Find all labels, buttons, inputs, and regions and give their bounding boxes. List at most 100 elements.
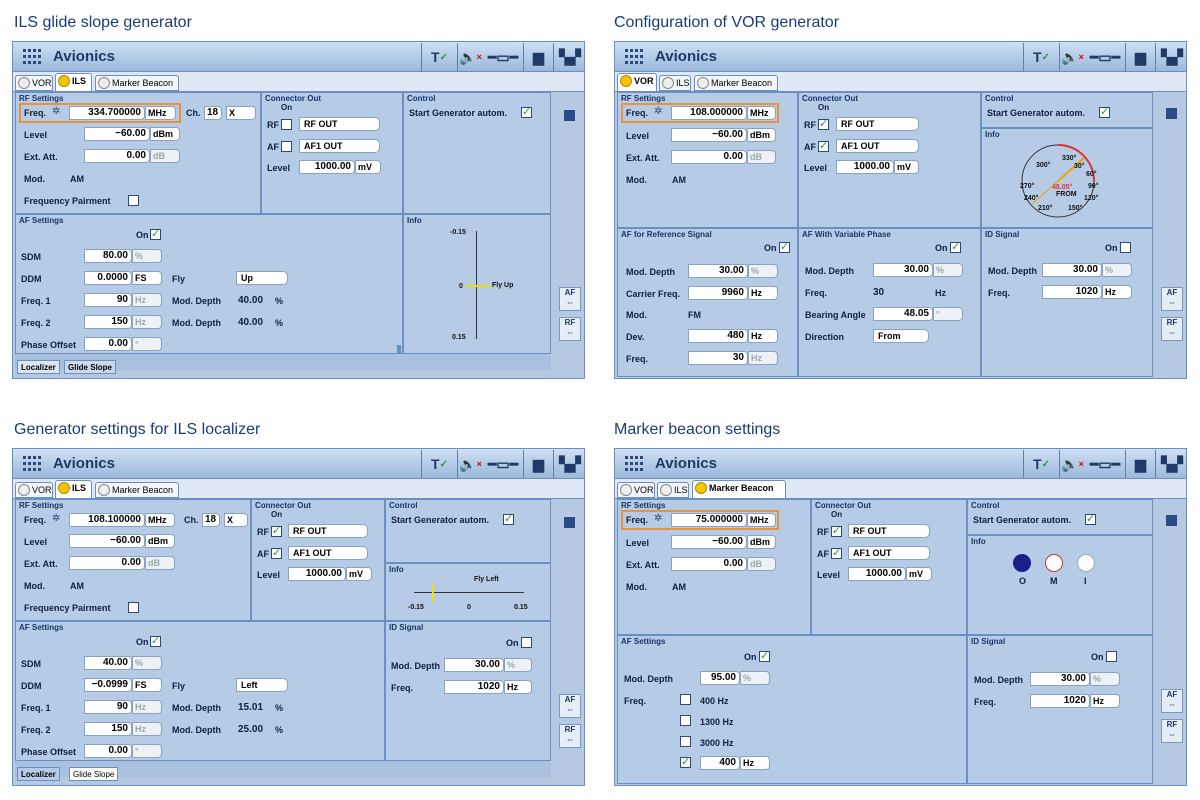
rf-out-select[interactable]: RF OUT (288, 524, 368, 538)
rf-checkbox[interactable]: ✓ (831, 525, 842, 537)
conn-level-input[interactable]: 1000.00 (836, 160, 894, 174)
af-checkbox[interactable] (281, 141, 292, 152)
af-checkbox[interactable]: ✓ (818, 140, 829, 152)
f3000-checkbox[interactable] (680, 736, 691, 747)
tab-ils[interactable]: ILS (55, 73, 92, 92)
rf-generator-button[interactable]: RF⇔ (1161, 719, 1183, 743)
font-tt-icon[interactable]: T✓ (421, 450, 457, 478)
freq-pairment-checkbox[interactable] (128, 602, 139, 613)
tab-marker-beacon[interactable]: Marker Beacon (95, 75, 179, 91)
mute-icon[interactable]: 🔈× (1059, 43, 1085, 71)
level-input[interactable]: −60.00 (69, 534, 145, 548)
channel-input[interactable]: 18 (204, 106, 222, 120)
ref-md-input[interactable]: 30.00 (688, 264, 748, 278)
af-generator-button[interactable]: AF⇔ (559, 694, 581, 718)
menu-grid-icon[interactable] (23, 49, 43, 65)
tab-marker-beacon[interactable]: Marker Beacon (692, 480, 786, 499)
af-generator-button[interactable]: AF⇔ (1161, 287, 1183, 311)
ext-att-input[interactable]: 0.00 (671, 557, 747, 571)
fly-select[interactable]: Left (236, 678, 288, 692)
tab-vor[interactable]: VOR (617, 73, 657, 92)
af1-out-select[interactable]: AF1 OUT (299, 139, 380, 153)
sdm-input[interactable]: 40.00 (84, 656, 132, 670)
af-checkbox[interactable]: ✓ (271, 547, 282, 559)
font-tt-icon[interactable]: T✓ (421, 43, 457, 71)
tab-marker-beacon[interactable]: Marker Beacon (95, 482, 179, 498)
id-md-input[interactable]: 30.00 (1042, 263, 1102, 277)
rf-generator-button[interactable]: RF⇔ (559, 724, 581, 748)
layout-icon[interactable]: ▚▞ (1155, 450, 1186, 478)
gear-icon[interactable]: ✲ (52, 106, 61, 117)
gear-icon[interactable]: ✲ (654, 106, 663, 117)
af-ref-on-checkbox[interactable]: ✓ (779, 241, 790, 253)
subtab-localizer[interactable]: Localizer (17, 360, 60, 374)
conn-level-input[interactable]: 1000.00 (299, 160, 355, 174)
start-gen-checkbox[interactable]: ✓ (521, 106, 532, 118)
freq2-input[interactable]: 150 (84, 722, 132, 736)
carrier-freq-input[interactable]: 9960 (688, 286, 748, 300)
tab-vor[interactable]: VOR (617, 482, 655, 498)
channel-suffix[interactable]: X (224, 513, 248, 527)
ref-freq-input[interactable]: 30 (688, 351, 748, 365)
id-freq-input[interactable]: 1020 (1042, 285, 1102, 299)
tab-vor[interactable]: VOR (15, 482, 53, 498)
volume-slider-icon[interactable]: ━▭━ (1089, 48, 1121, 65)
conn-level-input[interactable]: 1000.00 (848, 567, 906, 581)
subtab-glide-slope[interactable]: Glide Slope (64, 360, 117, 374)
fcustom-input[interactable]: 400 (700, 756, 740, 770)
folder-icon[interactable]: ▆ (523, 450, 553, 478)
folder-icon[interactable]: ▆ (523, 43, 553, 71)
mute-icon[interactable]: 🔈× (1059, 450, 1085, 478)
af-generator-button[interactable]: AF⇔ (559, 287, 581, 311)
f400-checkbox[interactable] (680, 694, 691, 705)
level-input[interactable]: −60.00 (84, 127, 150, 141)
folder-icon[interactable]: ▆ (1125, 450, 1155, 478)
rf-generator-button[interactable]: RF⇔ (1161, 317, 1183, 341)
af-var-on-checkbox[interactable]: ✓ (950, 241, 961, 253)
level-input[interactable]: −60.00 (671, 128, 747, 142)
freq1-input[interactable]: 90 (84, 293, 132, 307)
conn-level-input[interactable]: 1000.00 (288, 567, 346, 581)
af1-out-select[interactable]: AF1 OUT (848, 546, 930, 560)
volume-slider-icon[interactable]: ━▭━ (1089, 455, 1121, 472)
menu-grid-icon[interactable] (23, 456, 43, 472)
af-on-checkbox[interactable]: ✓ (150, 635, 161, 647)
gear-icon[interactable]: ✲ (52, 513, 61, 524)
ddm-input[interactable]: 0.0000 (84, 271, 132, 285)
freq-input[interactable]: 108.000000 (671, 106, 747, 120)
af-generator-button[interactable]: AF⇔ (1161, 689, 1183, 713)
mute-icon[interactable]: 🔈× (457, 450, 483, 478)
menu-grid-icon[interactable] (625, 456, 645, 472)
rf-out-select[interactable]: RF OUT (836, 117, 919, 131)
phase-offset-input[interactable]: 0.00 (84, 337, 132, 351)
start-gen-checkbox[interactable]: ✓ (1085, 513, 1096, 525)
subtab-localizer[interactable]: Localizer (17, 767, 60, 781)
mute-icon[interactable]: 🔈× (457, 43, 483, 71)
ext-att-input[interactable]: 0.00 (84, 149, 150, 163)
layout-icon[interactable]: ▚▞ (553, 43, 584, 71)
gear-icon[interactable]: ✲ (654, 513, 663, 524)
font-tt-icon[interactable]: T✓ (1023, 43, 1059, 71)
level-input[interactable]: −60.00 (671, 535, 747, 549)
freq-input[interactable]: 75.000000 (671, 513, 747, 527)
id-freq-input[interactable]: 1020 (444, 680, 504, 694)
ext-att-input[interactable]: 0.00 (69, 556, 145, 570)
af1-out-select[interactable]: AF1 OUT (288, 546, 368, 560)
start-gen-checkbox[interactable]: ✓ (1099, 106, 1110, 118)
volume-slider-icon[interactable]: ━▭━ (487, 48, 519, 65)
layout-icon[interactable]: ▚▞ (1155, 43, 1186, 71)
freq-input[interactable]: 334.700000 (69, 106, 145, 120)
channel-input[interactable]: 18 (202, 513, 220, 527)
scrollbar[interactable] (397, 345, 401, 353)
f1300-checkbox[interactable] (680, 715, 691, 726)
tab-vor[interactable]: VOR (15, 75, 53, 91)
menu-grid-icon[interactable] (625, 49, 645, 65)
rf-generator-button[interactable]: RF⇔ (559, 317, 581, 341)
direction-select[interactable]: From (873, 329, 929, 343)
fcustom-checkbox[interactable]: ✓ (680, 756, 691, 768)
var-md-input[interactable]: 30.00 (873, 263, 933, 277)
tab-ils[interactable]: ILS (55, 480, 92, 499)
ext-att-input[interactable]: 0.00 (671, 150, 747, 164)
af-on-checkbox[interactable]: ✓ (150, 228, 161, 240)
id-on-checkbox[interactable] (1120, 242, 1131, 253)
